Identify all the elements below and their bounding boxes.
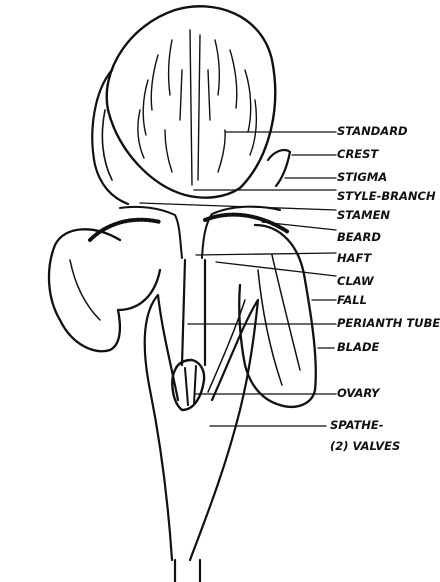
label-style-branch: STYLE-BRANCH — [337, 189, 436, 203]
left-fall — [49, 229, 160, 351]
label-haft: HAFT — [337, 251, 372, 265]
left-standard-edge — [92, 70, 128, 204]
label-crest: CREST — [337, 147, 379, 161]
label-fall: FALL — [337, 293, 367, 307]
label-stamen: STAMEN — [337, 208, 390, 222]
spathe-left — [145, 295, 178, 560]
perianth-tube — [182, 260, 205, 365]
label-stigma: STIGMA — [337, 170, 387, 184]
standard-veins — [138, 30, 256, 185]
style-branch-left — [120, 207, 182, 258]
label-spathe: SPATHE- — [330, 418, 384, 432]
label-perianth-tube: PERIANTH TUBE — [337, 316, 440, 330]
spathe-right — [190, 300, 258, 560]
label-ovary: OVARY — [337, 386, 381, 400]
stem — [175, 560, 200, 582]
crest — [268, 150, 290, 186]
right-fall — [239, 225, 316, 407]
label-standard: STANDARD — [337, 124, 408, 138]
label-beard: BEARD — [337, 230, 381, 244]
label-claw: CLAW — [337, 274, 375, 288]
label-valves: (2) VALVES — [330, 439, 400, 453]
beard-left — [90, 220, 160, 240]
label-blade: BLADE — [337, 340, 380, 354]
leader-lines — [140, 132, 336, 426]
